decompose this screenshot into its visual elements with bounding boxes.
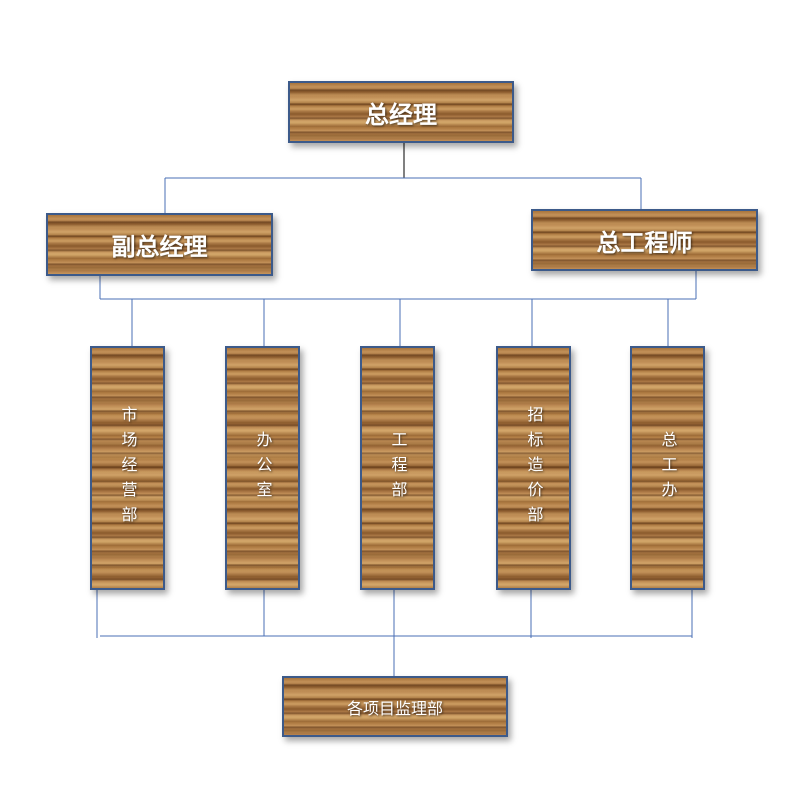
node-general-manager: 总经理 <box>288 81 514 143</box>
node-dept-marketing: 市场经营部 <box>90 346 165 590</box>
node-label: 招标造价部 <box>524 405 544 531</box>
node-label: 市场经营部 <box>118 405 138 531</box>
node-label: 总工办 <box>658 430 678 506</box>
node-label: 工程部 <box>388 430 408 506</box>
node-label: 总经理 <box>365 100 437 129</box>
node-dept-office: 办公室 <box>225 346 300 590</box>
node-label: 副总经理 <box>111 233 208 261</box>
node-deputy-general-manager: 副总经理 <box>46 213 273 276</box>
node-label: 办公室 <box>253 430 273 506</box>
node-project-supervision: 各项目监理部 <box>282 676 508 737</box>
node-label: 总工程师 <box>596 228 693 257</box>
node-dept-engineering: 工程部 <box>360 346 435 590</box>
node-label: 各项目监理部 <box>346 698 443 718</box>
node-dept-bidding-cost: 招标造价部 <box>496 346 571 590</box>
node-chief-engineer: 总工程师 <box>531 209 758 271</box>
node-dept-chief-engineer-office: 总工办 <box>630 346 705 590</box>
